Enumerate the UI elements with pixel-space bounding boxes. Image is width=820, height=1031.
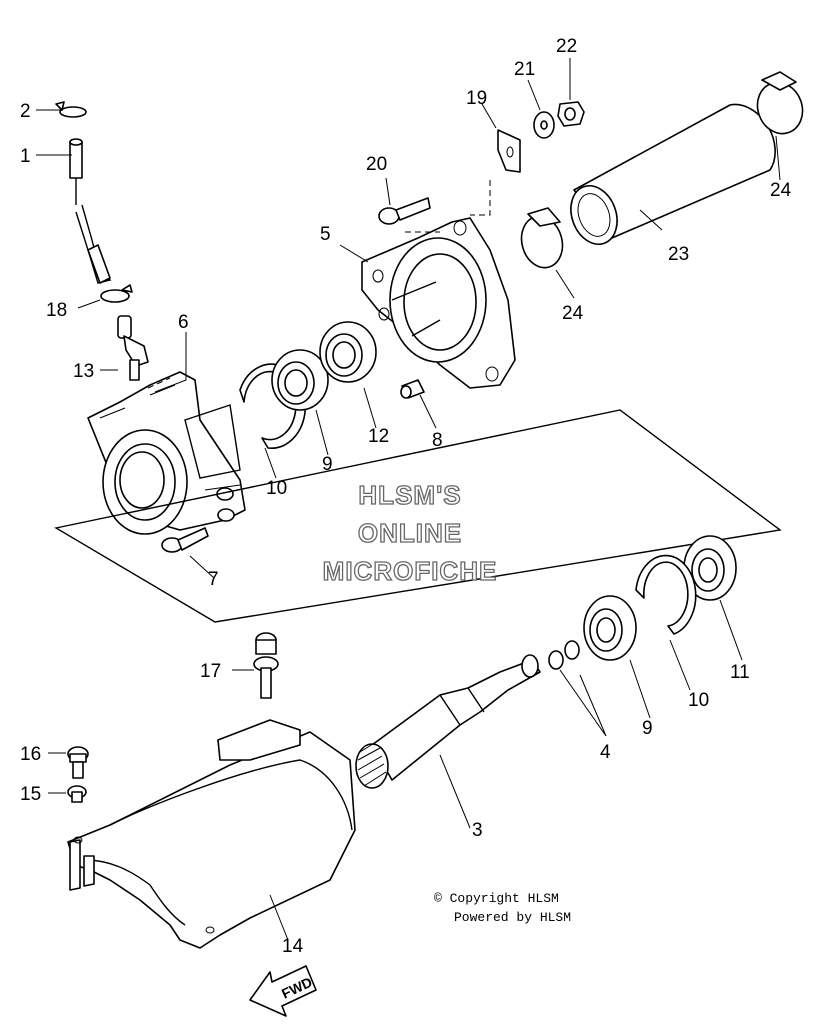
copyright-line-2: Powered by HLSM <box>454 910 571 925</box>
bearing-housing <box>87 371 246 535</box>
callout-23: 23 <box>668 244 689 265</box>
bearing-9-lower <box>583 595 637 661</box>
callout-18: 18 <box>46 300 67 321</box>
bearing-12 <box>319 321 377 383</box>
callout-14: 14 <box>282 936 304 957</box>
leader-lines <box>36 58 781 941</box>
callout-9-upper: 9 <box>322 454 333 475</box>
callout-22: 22 <box>556 36 577 57</box>
callout-4: 4 <box>600 742 611 763</box>
callout-3: 3 <box>472 820 483 841</box>
bracket-19 <box>497 129 521 173</box>
assembly-frame <box>54 409 782 623</box>
bearing-9-upper <box>271 349 329 411</box>
callout-10-lower: 10 <box>688 690 709 711</box>
callout-20: 20 <box>366 154 387 175</box>
callout-8: 8 <box>432 430 443 451</box>
callout-1: 1 <box>20 146 31 167</box>
hose-part <box>69 138 112 284</box>
callout-6: 6 <box>178 312 189 333</box>
callout-12: 12 <box>368 426 389 447</box>
hose-clamp-lower <box>100 284 133 303</box>
callout-17: 17 <box>200 661 221 682</box>
bolt-7 <box>161 527 209 553</box>
watermark-line-2: ONLINE <box>358 518 462 548</box>
callout-19: 19 <box>466 88 487 109</box>
callout-24-mid: 24 <box>562 303 584 324</box>
callout-2: 2 <box>20 101 31 122</box>
duct-housing <box>361 217 516 389</box>
nut-22 <box>557 101 585 127</box>
copyright-line-1: © Copyright HLSM <box>434 891 559 906</box>
callout-5: 5 <box>320 224 331 245</box>
dowel-pin <box>400 379 425 399</box>
watermark-line-1: HLSM'S <box>358 480 461 510</box>
callout-21: 21 <box>514 59 535 80</box>
o-rings <box>548 640 580 670</box>
hose-clamp-small <box>55 101 87 118</box>
fwd-arrow-icon: FWD <box>249 965 317 1017</box>
drive-shaft <box>355 654 541 789</box>
callout-labels: 2 1 18 13 6 7 10 9 12 8 5 20 19 21 22 24… <box>20 36 792 957</box>
watermark: HLSM'S ONLINE MICROFICHE <box>322 479 498 586</box>
bolt-17 <box>253 632 279 699</box>
callout-13: 13 <box>73 361 94 382</box>
nipple-fitting <box>117 315 149 381</box>
bearing-11 <box>683 535 737 601</box>
hose-clamp-upper-right <box>756 71 804 135</box>
callout-15: 15 <box>20 784 41 805</box>
bolt-20 <box>378 197 431 225</box>
washer-21 <box>533 111 555 139</box>
watermark-line-3: MICROFICHE <box>323 556 498 586</box>
copyright-notice: © Copyright HLSM Powered by HLSM <box>434 891 571 925</box>
callout-9-lower: 9 <box>642 718 653 739</box>
callout-11: 11 <box>730 662 750 683</box>
callout-10-upper: 10 <box>266 478 287 499</box>
washer-15 <box>67 785 87 803</box>
large-hose <box>570 103 776 245</box>
callout-24-upper: 24 <box>770 180 792 201</box>
callout-7: 7 <box>208 569 219 590</box>
hose-clamp-mid <box>520 207 564 269</box>
circlip-lower <box>635 554 697 635</box>
bolt-16 <box>67 746 89 779</box>
dash-lines <box>147 180 491 389</box>
shaft-cover <box>67 719 356 949</box>
callout-16: 16 <box>20 744 41 765</box>
